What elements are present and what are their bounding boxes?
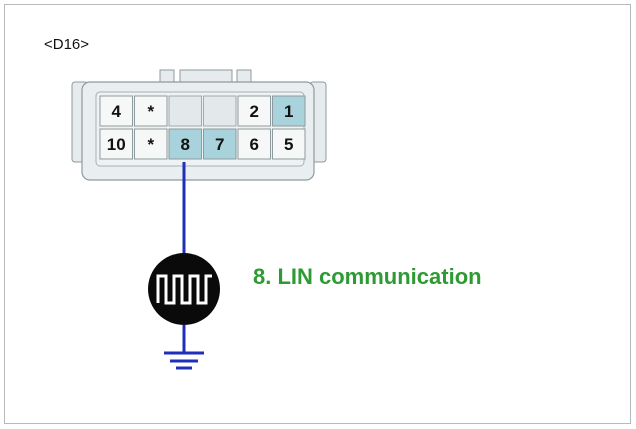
pin-label: 10 [107,135,126,154]
pin-label: 4 [112,102,122,121]
pin-cell [168,95,202,127]
pin-label: * [147,102,154,121]
pin-cell [134,128,168,160]
pin-cell [134,95,168,127]
pin-grid: 4 * 2 1 10 * 8 7 6 5 [99,95,306,160]
pin-label: * [147,135,154,154]
pin-cell [168,128,202,160]
pin-label: 5 [284,135,293,154]
pin-cell [272,95,306,127]
diagram-frame [4,4,631,424]
pin-label: 8 [181,135,190,154]
pin-cell [203,128,237,160]
pin-label: 1 [284,102,293,121]
pin-cell [237,128,271,160]
lin-communication-label: 8. LIN communication [253,264,482,289]
pin-label: 7 [215,135,224,154]
square-wave-signal-icon [148,253,220,325]
ground-icon [164,351,204,370]
pin-cell [203,95,237,127]
pin-cell [272,128,306,160]
pin-label: 6 [250,135,259,154]
pin-label: 2 [250,102,259,121]
pin-cell [99,128,133,160]
pin-cell [237,95,271,127]
pin-cell [99,95,133,127]
connector-id-label: <D16> [44,36,90,53]
